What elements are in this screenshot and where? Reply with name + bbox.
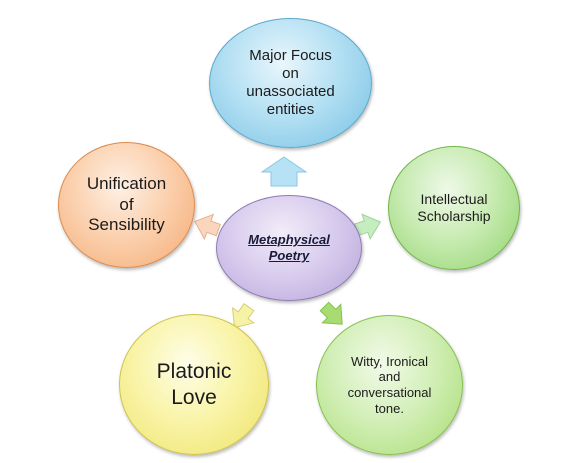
node-platonic-love-label: Platonic Love: [156, 360, 232, 409]
node-intellectual-scholarship: Intellectual Scholarship: [388, 146, 520, 270]
node-witty-tone-label: Witty, Ironical and conversational tone.: [347, 353, 432, 416]
node-major-focus: Major Focus on unassociated entities: [209, 18, 372, 148]
center-node: Metaphysical Poetry: [216, 195, 362, 301]
arrow-up-icon: [260, 156, 308, 187]
arrow-left-icon: [194, 213, 221, 241]
node-witty-tone: Witty, Ironical and conversational tone.: [316, 315, 463, 455]
node-intellectual-scholarship-label: Intellectual Scholarship: [417, 191, 491, 224]
node-unification-sensibility-label: Unification of Sensibility: [86, 174, 167, 235]
node-unification-sensibility: Unification of Sensibility: [58, 142, 195, 268]
node-major-focus-label: Major Focus on unassociated entities: [246, 47, 335, 118]
node-platonic-love: Platonic Love: [119, 314, 269, 455]
center-label: Metaphysical Poetry: [248, 232, 330, 263]
arrow-bottom-left-icon: [231, 303, 255, 329]
arrow-bottom-right-icon: [319, 301, 343, 325]
